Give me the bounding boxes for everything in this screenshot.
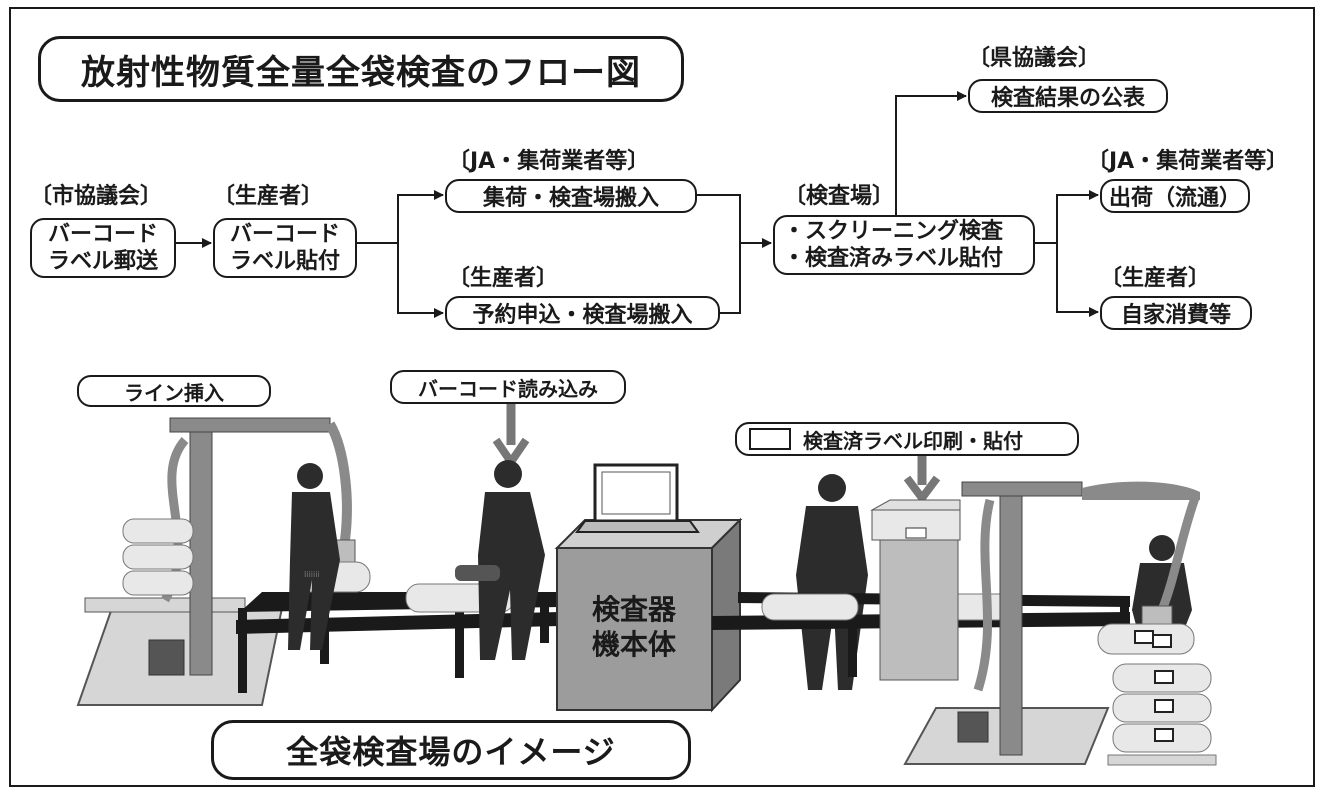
arrow-to-reservation bbox=[397, 243, 444, 318]
arrow-to-collection bbox=[357, 190, 444, 244]
label-printer bbox=[870, 499, 961, 681]
node-inspection-line2: ・検査済みラベル貼付 bbox=[783, 246, 1004, 271]
callout-arrowhead-label bbox=[903, 475, 941, 502]
outer-border bbox=[9, 7, 1315, 787]
arrow-to-publication bbox=[895, 91, 967, 215]
machine-label-line1: 検査器 bbox=[591, 593, 676, 626]
arrow-to-shipping bbox=[1035, 190, 1099, 244]
node-collection: 集荷・検査場搬入 bbox=[445, 179, 697, 213]
subtitle: 全袋検査場のイメージ bbox=[211, 720, 691, 780]
node-barcode-attach: バーコード ラベル貼付 bbox=[213, 218, 357, 278]
callout-label-print-text: 検査済ラベル印刷・貼付 bbox=[803, 428, 1023, 453]
org-ja-collectors: 〔JA・集荷業者等〕 bbox=[448, 149, 650, 174]
node-home-use: 自家消費等 bbox=[1100, 296, 1252, 330]
page-title: 放射性物質全量全袋検査のフロー図 bbox=[38, 36, 684, 102]
callout-barcode-read: バーコード読み込み bbox=[390, 370, 626, 404]
node-inspection-line1: ・スクリーニング検査 bbox=[783, 218, 1004, 244]
left-loader bbox=[76, 417, 356, 706]
worker-middle bbox=[796, 474, 868, 690]
node-reservation: 予約申込・検査場搬入 bbox=[445, 296, 720, 330]
org-city-council: 〔市協議会〕 bbox=[30, 184, 163, 209]
inspection-machine bbox=[554, 517, 743, 713]
callout-line-insert: ライン挿入 bbox=[77, 375, 271, 407]
right-bag-stack bbox=[1097, 623, 1217, 766]
node-shipping: 出荷（流通） bbox=[1100, 179, 1250, 213]
bag-conveyor-3 bbox=[761, 593, 859, 621]
arrow-to-home-use bbox=[1056, 243, 1099, 317]
node-publication: 検査結果の公表 bbox=[968, 79, 1168, 113]
node-barcode-attach-line1: バーコード bbox=[229, 221, 340, 247]
node-barcode-mail: バーコード ラベル郵送 bbox=[30, 218, 176, 278]
callout-label-print: 検査済ラベル印刷・貼付 bbox=[735, 422, 1079, 456]
machine-label: 検査器 機本体 bbox=[574, 592, 694, 662]
org-producer-3: 〔生産者〕 bbox=[1100, 266, 1211, 291]
bag-text: Iiiiiii bbox=[304, 570, 320, 579]
node-barcode-attach-line2: ラベル貼付 bbox=[229, 249, 340, 274]
org-inspection-site: 〔検査場〕 bbox=[784, 184, 895, 209]
right-loader bbox=[903, 481, 1200, 765]
worker-left bbox=[288, 463, 340, 650]
org-producer-2: 〔生産者〕 bbox=[448, 266, 559, 291]
org-ja-collectors-2: 〔JA・集荷業者等〕 bbox=[1087, 149, 1289, 174]
merge-line bbox=[697, 194, 741, 314]
machine-label-line2: 機本体 bbox=[591, 628, 676, 661]
left-bag-stack bbox=[122, 518, 194, 596]
laptop-icon bbox=[575, 463, 700, 533]
node-barcode-mail-line2: ラベル郵送 bbox=[47, 249, 158, 274]
node-inspection: ・スクリーニング検査 ・検査済みラベル貼付 bbox=[773, 215, 1035, 275]
node-barcode-mail-line1: バーコード bbox=[47, 221, 158, 247]
label-rect-icon bbox=[749, 428, 791, 450]
org-pref-council: 〔県協議会〕 bbox=[968, 46, 1101, 71]
org-producer: 〔生産者〕 bbox=[213, 184, 324, 209]
worker-scanner bbox=[455, 460, 545, 660]
